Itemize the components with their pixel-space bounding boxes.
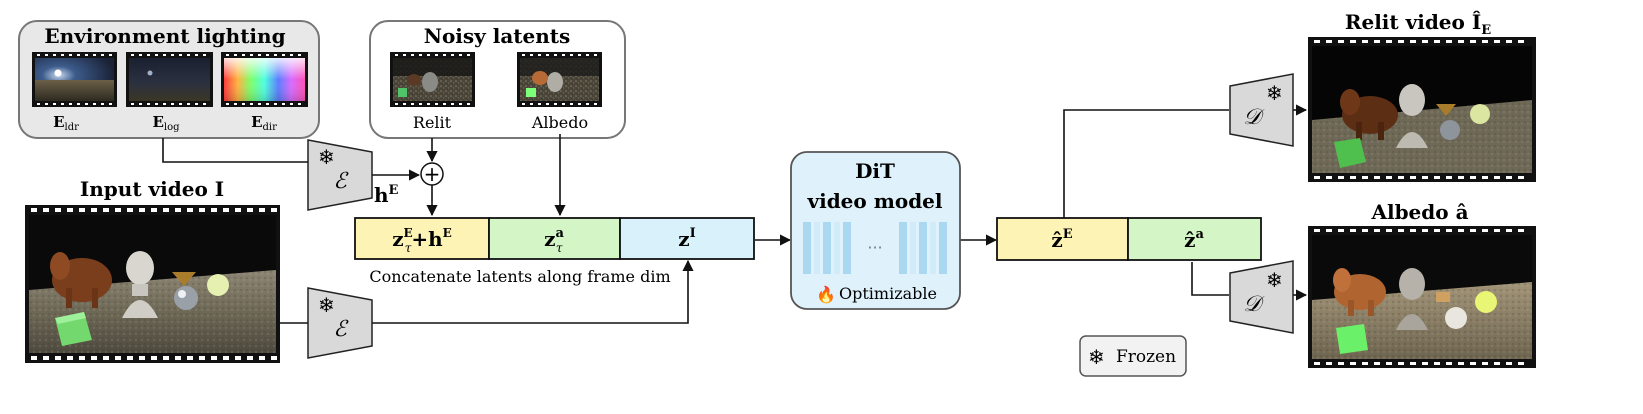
noisy-relit-thumbnail <box>390 52 475 107</box>
albedo-output-scene <box>1333 268 1497 354</box>
snowflake-icon: ❄ <box>318 145 335 169</box>
relit-video-scene <box>1334 84 1490 168</box>
dit-title-line2: video model <box>806 189 942 213</box>
input-video-group: Input video I <box>25 177 280 363</box>
noisy-title: Noisy latents <box>424 24 571 48</box>
noisy-albedo-thumbnail <box>517 52 602 107</box>
input-film-perforations <box>31 208 277 360</box>
env-map-label-ldr: Eldr <box>53 113 79 133</box>
noisy-albedo-label: Albedo <box>531 113 588 132</box>
latent-seg-za <box>488 217 621 260</box>
relit-video-group: Relit video ÎE <box>1308 10 1536 182</box>
encoder-input: ❄ ℰ <box>307 287 373 359</box>
snowflake-icon: ❄ <box>1266 268 1283 292</box>
environment-lighting-group: Environment lighting <box>18 20 320 139</box>
albedo-film-perforations <box>1314 229 1524 365</box>
env-film-perforations <box>37 54 301 105</box>
snowflake-icon: ❄ <box>1266 81 1283 105</box>
output-label-za: ẑa <box>1184 227 1204 252</box>
frozen-label: Frozen <box>1116 347 1176 367</box>
env-map-label-dir: Edir <box>251 113 277 133</box>
dit-optimizable-label: Optimizable <box>839 284 937 303</box>
output-latent-bar: ẑE ẑa <box>996 217 1262 261</box>
dit-title-line1: DiT <box>855 159 895 183</box>
output-seg-za <box>1127 217 1262 261</box>
noisy-film-perforations <box>395 54 597 105</box>
connectors <box>162 104 1308 324</box>
env-title: Environment lighting <box>44 24 285 48</box>
env-map-log-thumbnail <box>126 52 213 107</box>
noisy-latents-group: Noisy latents Relit Albedo <box>369 20 626 139</box>
snowflake-icon: ❄ <box>318 293 335 317</box>
dit-layer-bars <box>803 222 947 274</box>
decoder-albedo-symbol: 𝒟 <box>1243 292 1265 317</box>
albedo-output-group: Albedo â <box>1308 200 1536 368</box>
encoder-input-symbol: ℰ <box>333 317 349 342</box>
dit-ellipsis: ··· <box>867 238 882 257</box>
env-map-ldr-thumbnail <box>32 52 117 107</box>
latent-label-zi: zI <box>678 226 695 251</box>
h-e-label: hE <box>374 183 399 207</box>
input-video-title: Input video I <box>80 177 224 201</box>
encoder-lighting: ❄ ℰ <box>307 139 373 211</box>
output-label-ze: ẑE <box>1051 227 1072 252</box>
relit-film-perforations <box>1314 40 1524 179</box>
fire-icon: 🔥 <box>816 285 836 304</box>
latent-seg-ze-he <box>354 217 490 260</box>
input-video-scene <box>50 251 229 346</box>
env-map-label-log: Elog <box>152 113 180 133</box>
noisy-relit-label: Relit <box>413 113 452 132</box>
plus-symbol: + <box>424 162 441 186</box>
env-map-dir-thumbnail <box>221 52 308 107</box>
snowflake-icon: ❄ <box>1088 345 1105 369</box>
concat-caption: Concatenate latents along frame dim <box>369 267 670 286</box>
albedo-output-title: Albedo â <box>1370 200 1468 224</box>
sum-node: + <box>420 162 444 186</box>
dit-video-model: DiT video model ··· 🔥 Optimizable <box>790 151 961 310</box>
encoder-lighting-symbol: ℰ <box>333 169 349 194</box>
frozen-legend: ❄ Frozen <box>1079 335 1187 377</box>
decoder-relit-symbol: 𝒟 <box>1243 105 1265 130</box>
relit-video-title: Relit video ÎE <box>1345 10 1491 38</box>
decoder-albedo: ❄ 𝒟 <box>1229 260 1294 334</box>
latent-seg-zi <box>619 217 755 260</box>
decoder-relit: ❄ 𝒟 <box>1229 73 1294 147</box>
